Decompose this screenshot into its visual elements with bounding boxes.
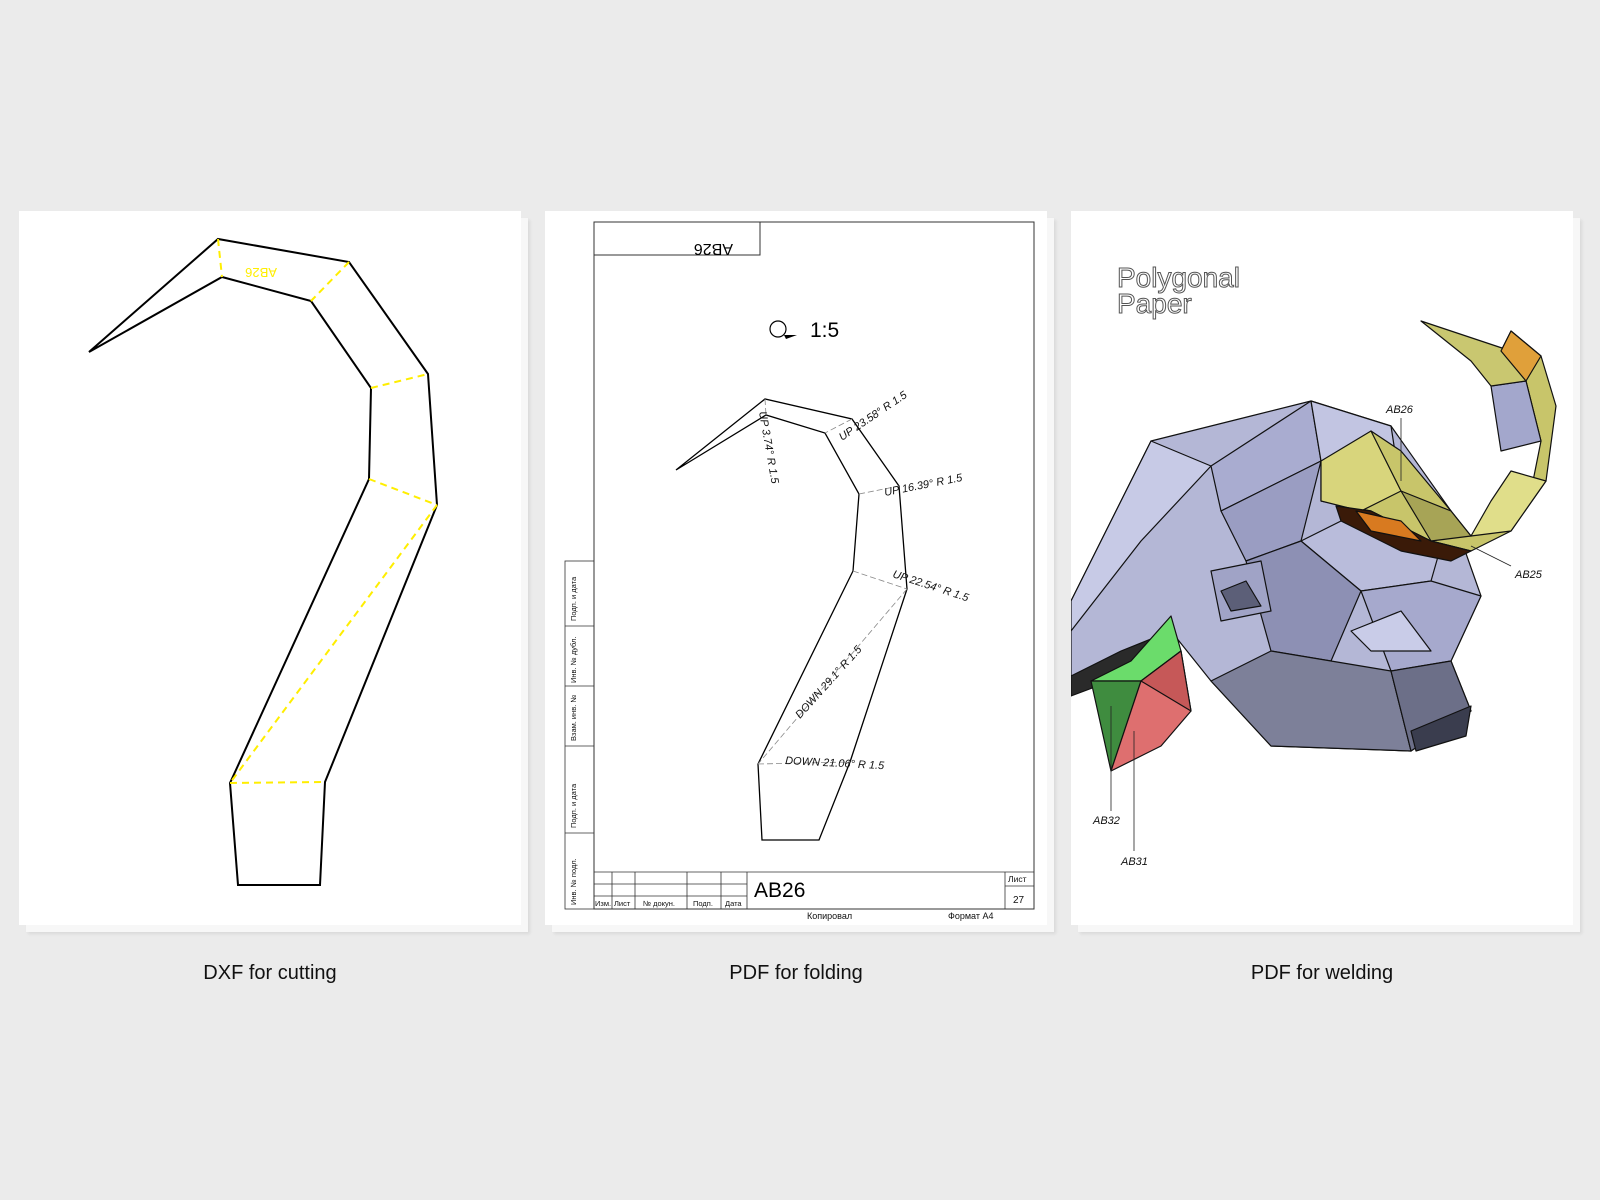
part-label: AB26: [245, 265, 277, 280]
caption-welding: PDF for welding: [1250, 962, 1394, 984]
designation: AB26: [754, 879, 805, 902]
welding-drawing: Polygonal Paper: [1071, 262, 1557, 868]
stamp-label: Инв. № дубл.: [569, 637, 578, 683]
fold-lines: [757, 398, 908, 765]
scale-icon: [769, 320, 787, 338]
brand-line1: Polygonal: [1117, 262, 1240, 293]
stamp-label: Подп. и дата: [569, 783, 578, 828]
scale-label: 1:5: [810, 319, 839, 342]
stamp-label: Подп. и дата: [569, 576, 578, 621]
header-box: [593, 221, 761, 256]
callout-label: AB26: [1385, 404, 1414, 416]
callout-label: AB32: [1092, 815, 1120, 827]
sheet-label: Лист: [1008, 874, 1027, 884]
sheet-number: 27: [1013, 895, 1025, 906]
part-outline: [675, 398, 908, 841]
brand-logo: Polygonal Paper: [1117, 262, 1241, 320]
folding-sheet: AB26 1:5 UP 3.74° R 1.5 UP 23.58° R 1.5 …: [545, 211, 1047, 925]
caption-cutting: DXF for cutting: [203, 962, 337, 984]
col-izm: Изм.: [595, 899, 611, 908]
welding-sheet: Polygonal Paper: [1071, 211, 1573, 925]
cutting-drawing: AB26: [88, 237, 439, 886]
stamp-label: Взам. инв. №: [569, 695, 578, 741]
callouts: [1110, 418, 1512, 851]
fold-label: UP 3.74° R 1.5: [756, 410, 781, 485]
fold-label: UP 23.58° R 1.5: [837, 389, 910, 444]
caption-folding: PDF for folding: [729, 962, 863, 984]
col-podp: Подп.: [693, 899, 713, 908]
stamp-label: Инв. № подл.: [569, 858, 578, 905]
brand-line2: Paper: [1117, 288, 1192, 319]
callout-label: AB31: [1120, 856, 1148, 868]
fold-lines: [217, 238, 438, 784]
buffalo-model: [1071, 320, 1557, 772]
fold-label: UP 16.39° R 1.5: [883, 472, 964, 499]
callout-label: AB25: [1514, 569, 1543, 581]
col-doc: № докун.: [643, 899, 675, 908]
cutting-sheet: AB26: [19, 211, 521, 925]
fold-annotations: UP 3.74° R 1.5 UP 23.58° R 1.5 UP 16.39°…: [756, 389, 971, 772]
col-data: Дата: [725, 899, 742, 908]
col-list: Лист: [614, 899, 631, 908]
folding-drawing: AB26 1:5 UP 3.74° R 1.5 UP 23.58° R 1.5 …: [564, 221, 1035, 921]
fold-label: DOWN 21.06° R 1.5: [785, 755, 886, 772]
title-block: [594, 871, 1034, 909]
header-label: AB26: [694, 240, 733, 257]
format-label: Формат А4: [948, 911, 993, 921]
fold-label: DOWN 29.1° R 1.5: [793, 643, 865, 721]
side-stamp: [564, 560, 595, 910]
part-outline: [88, 237, 439, 886]
copied-label: Копировал: [807, 911, 852, 921]
